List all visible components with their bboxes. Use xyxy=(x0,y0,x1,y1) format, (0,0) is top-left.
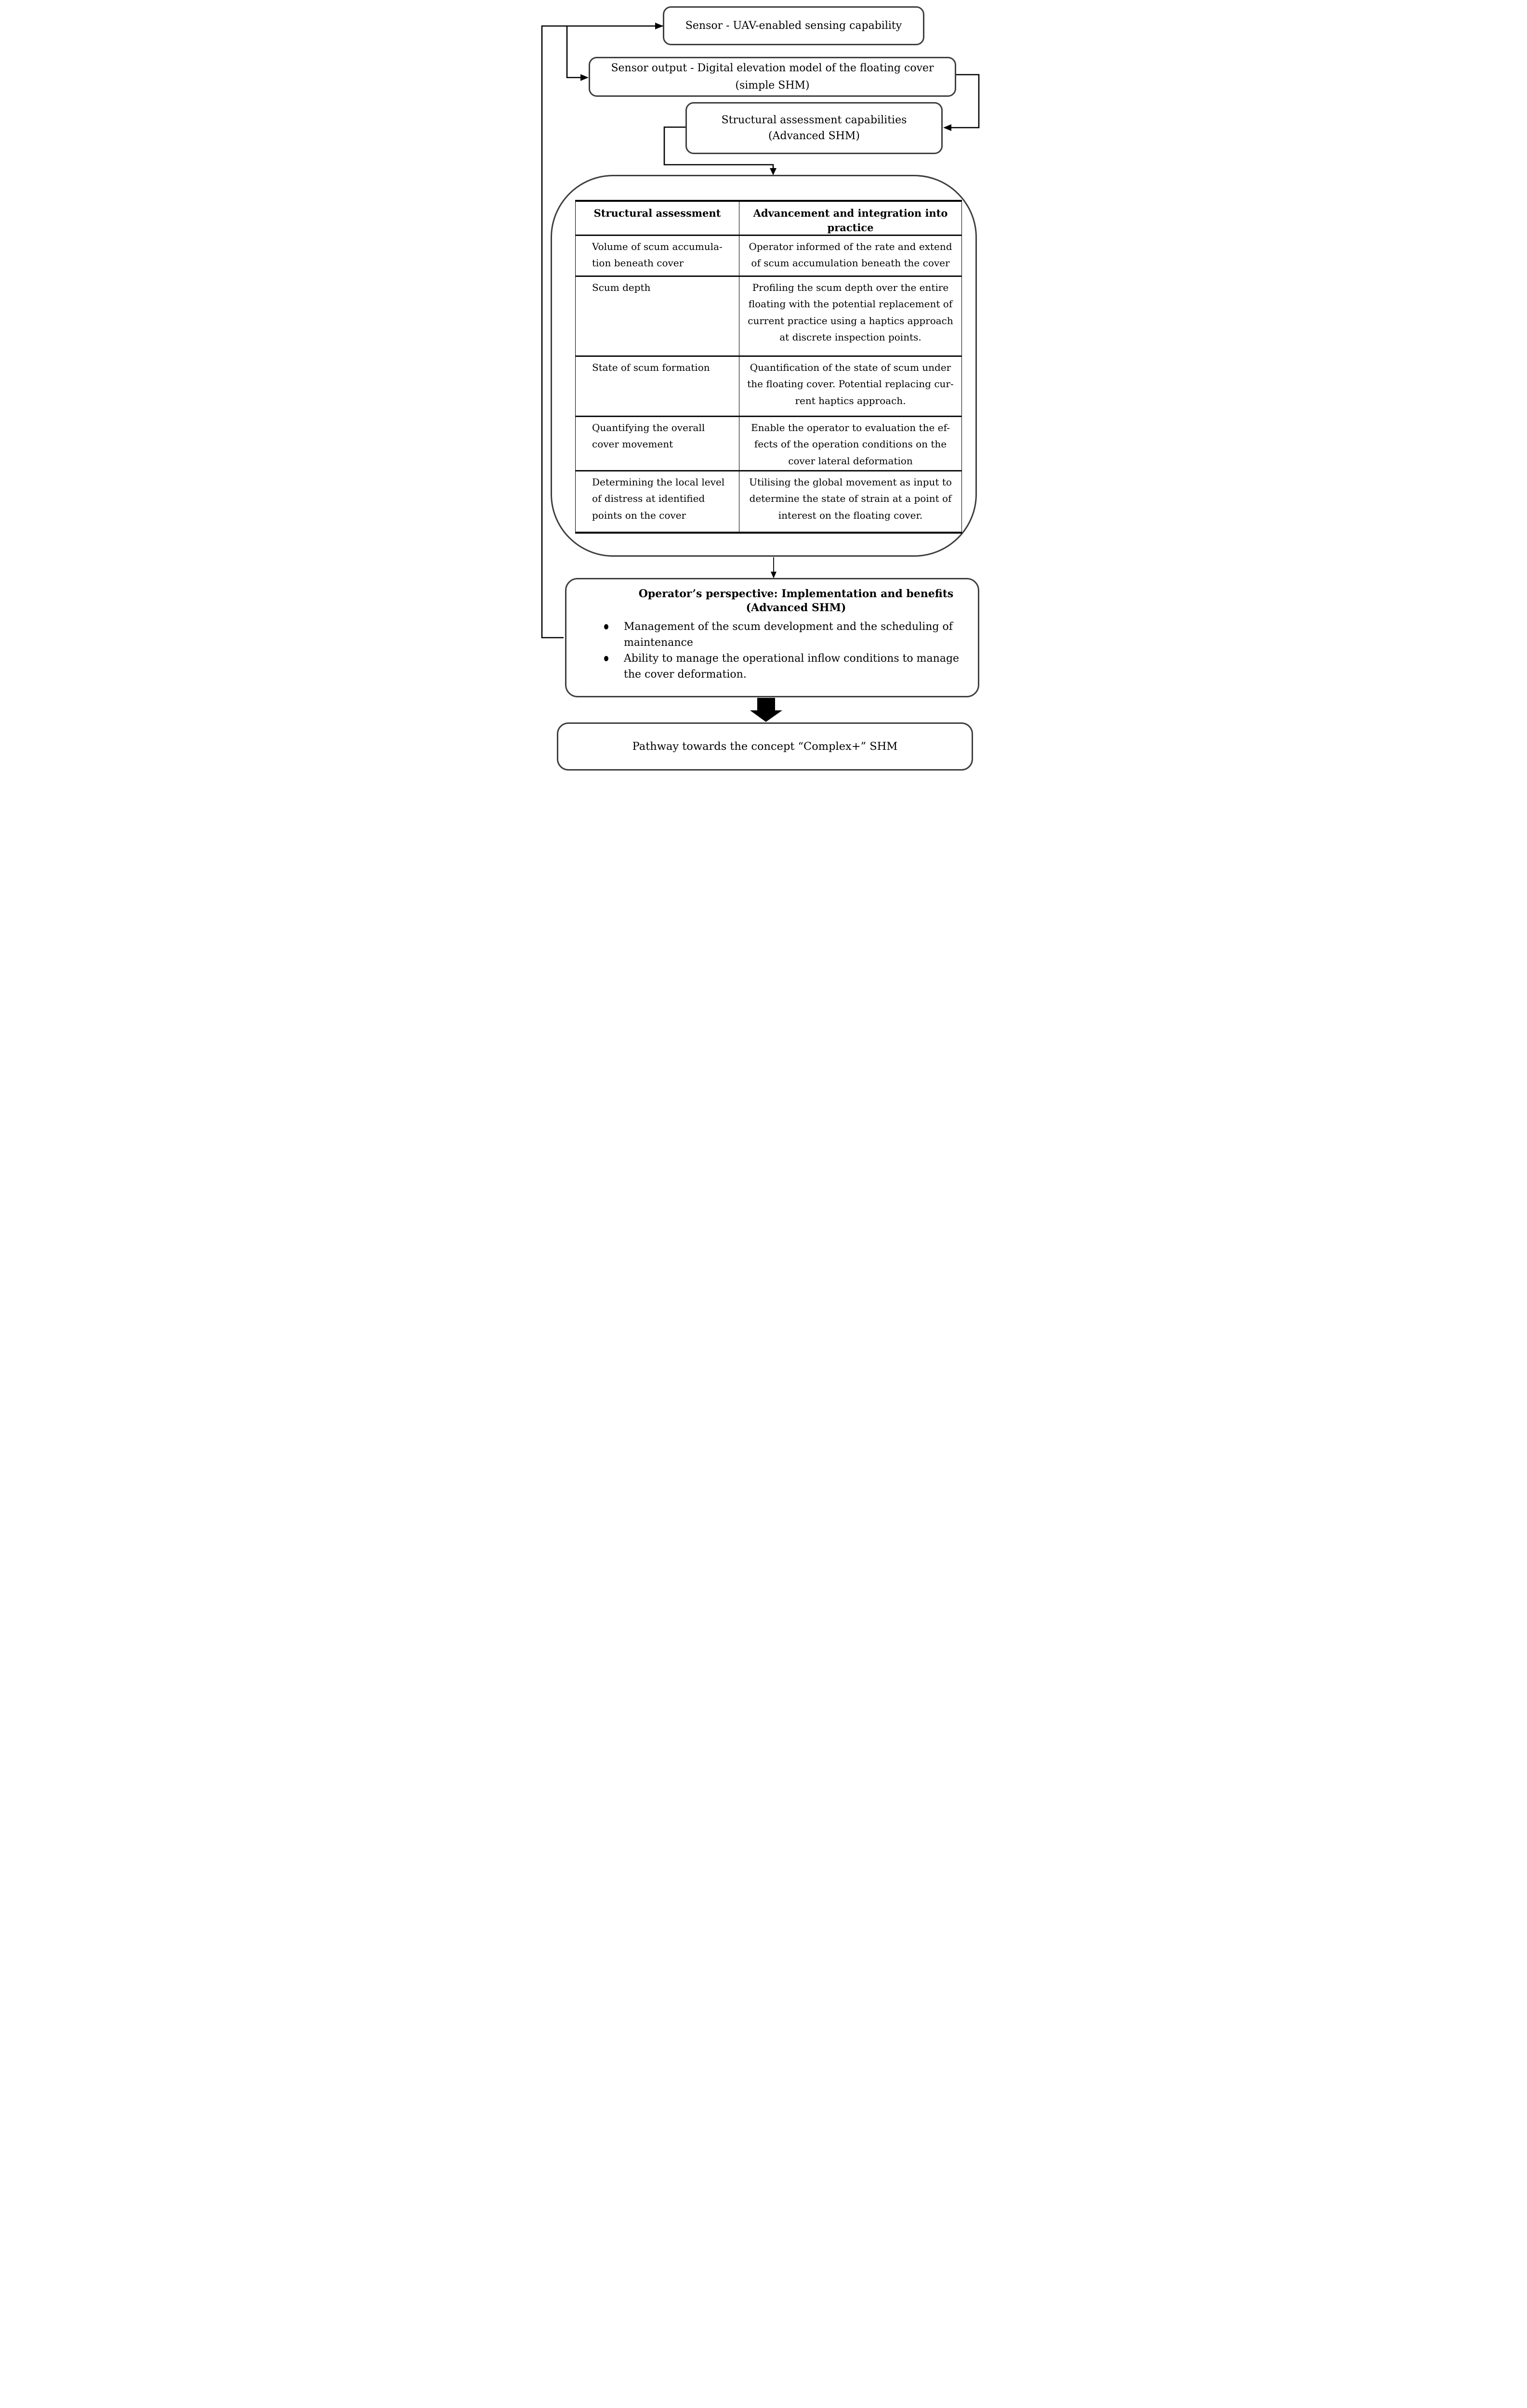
node-pathway-label: Pathway towards the concept “Complex+” S… xyxy=(632,740,898,753)
table-cell-assessment: Determining the local level of distress … xyxy=(576,470,739,532)
node-structural-capabilities-label: Structural assessment capabilities (Adva… xyxy=(721,114,907,142)
node-operator-perspective: Operator’s perspective: Implementation a… xyxy=(565,578,979,697)
table-header-assessment: Structural assessment xyxy=(593,207,721,219)
operator-bullet-item: Management of the scum development and t… xyxy=(566,619,978,651)
node-sensor-output: Sensor output - Digital elevation model … xyxy=(589,57,956,97)
block-arrow-operator-to-pathway-icon xyxy=(750,698,782,722)
table-cell-assessment: Quantifying the overall cover movement xyxy=(576,416,739,470)
table-cell-advancement: Utilising the global movement as input t… xyxy=(739,470,961,532)
table-cell-advancement: Quantification of the state of scum unde… xyxy=(739,355,961,416)
feedback-branch-to-sensor-output xyxy=(566,26,580,79)
arrowhead-into-operator-icon xyxy=(771,572,777,578)
node-pathway-complex-shm: Pathway towards the concept “Complex+” S… xyxy=(557,722,973,771)
table-cell-advancement: Operator informed of the rate and extend… xyxy=(739,235,961,275)
arrowhead-into-structural-icon xyxy=(943,124,951,131)
operator-bullet-text: Management of the scum development and t… xyxy=(624,621,953,649)
operator-bullet-item: Ability to manage the operational inflow… xyxy=(566,651,978,682)
operator-bullet-text: Ability to manage the operational inflow… xyxy=(624,653,960,681)
bullet-icon xyxy=(604,656,608,662)
operator-title: Operator’s perspective: Implementation a… xyxy=(638,588,954,614)
table-cell-assessment: State of scum formation xyxy=(576,355,739,416)
table-cell-advancement: Enable the operator to evaluation the ef… xyxy=(739,416,961,470)
node-structural-capabilities: Structural assessment capabilities (Adva… xyxy=(685,102,943,154)
table-cell-assessment: Scum depth xyxy=(576,275,739,355)
table-cell-assessment: Volume of scum accumula- tion beneath co… xyxy=(576,235,739,275)
shm-flow-diagram: Sensor - UAV-enabled sensing capability … xyxy=(535,0,992,773)
table-cell-advancement: Profiling the scum depth over the entire… xyxy=(739,275,961,355)
arrowhead-into-sensor-icon xyxy=(655,23,663,29)
node-sensor-output-label: Sensor output - Digital elevation model … xyxy=(611,62,934,92)
assessment-table: Structural assessment Advancement and in… xyxy=(575,200,962,534)
node-sensor-label: Sensor - UAV-enabled sensing capability xyxy=(685,20,902,32)
assessment-panel: Structural assessment Advancement and in… xyxy=(551,175,977,557)
node-sensor-capability: Sensor - UAV-enabled sensing capability xyxy=(663,6,924,45)
table-header-advancement: Advancement and integration into practic… xyxy=(739,202,961,235)
bullet-icon xyxy=(604,624,608,630)
arrowhead-into-sensor-output-icon xyxy=(580,74,589,81)
arrowhead-into-assessment-icon xyxy=(770,168,777,175)
